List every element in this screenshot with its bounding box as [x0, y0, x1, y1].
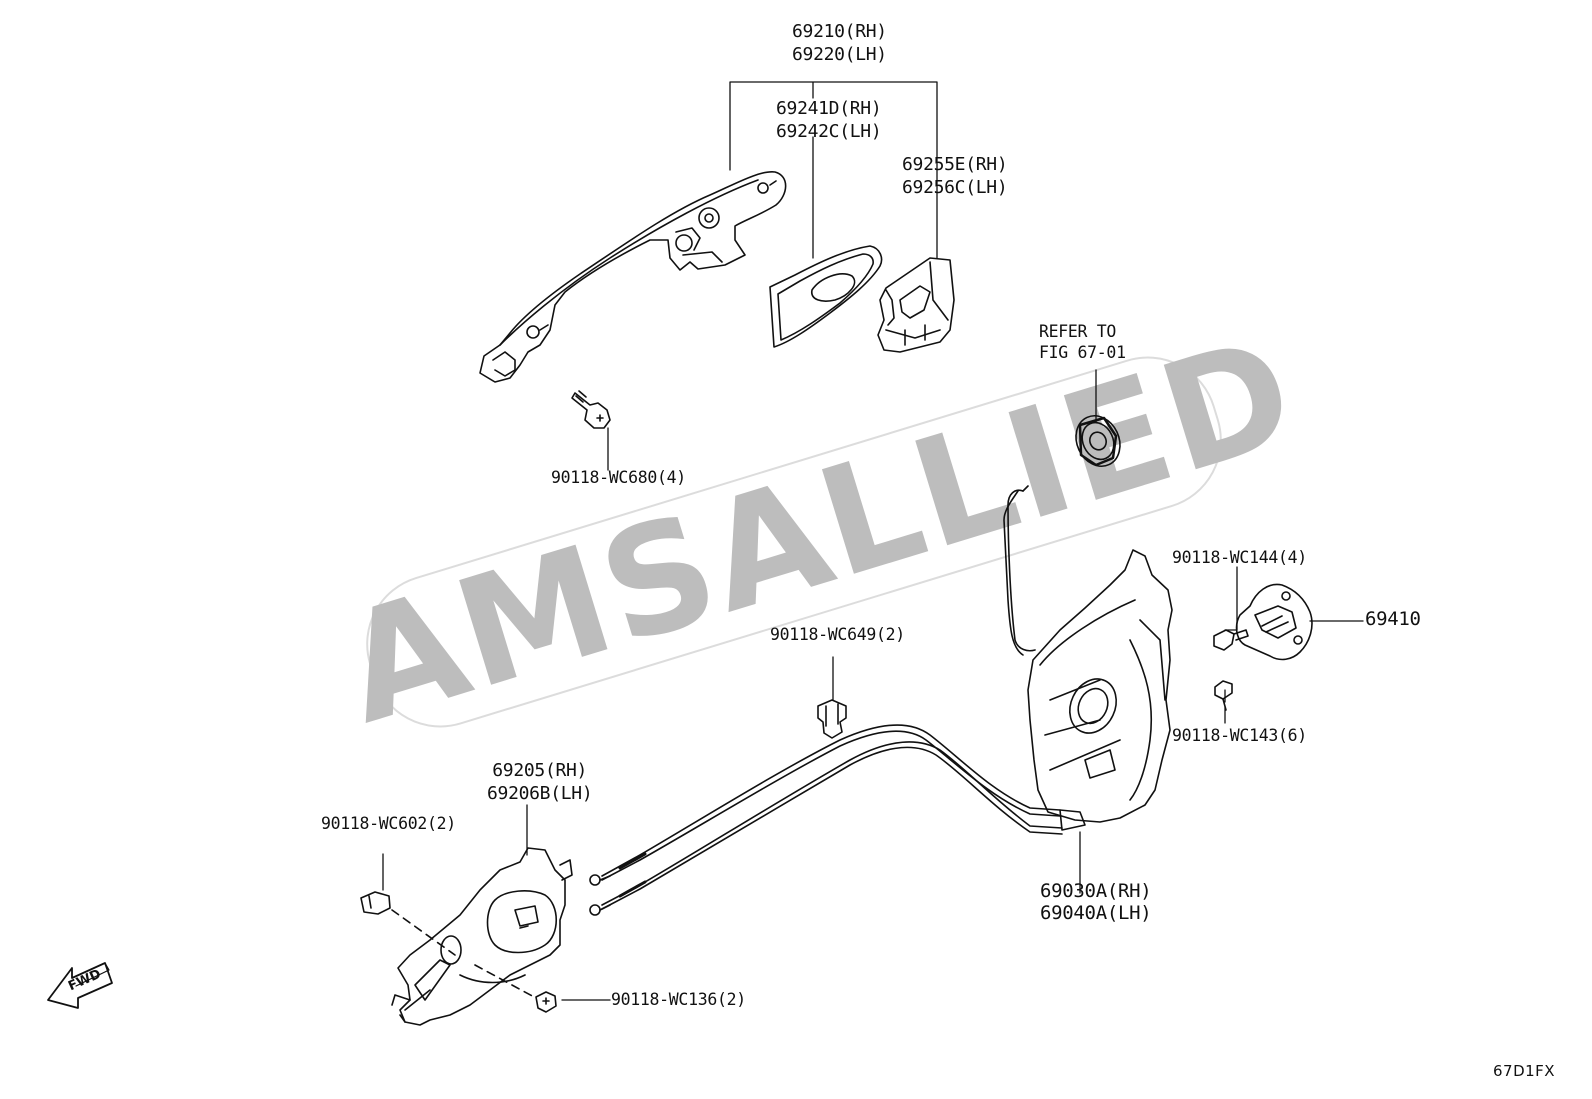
figure-code: 67D1FX	[1493, 1062, 1556, 1080]
cable-clamp-drawing	[817, 699, 847, 739]
callout-inside-handle: 69205(RH) 69206B(LH)	[487, 760, 593, 804]
front-handle-pad-drawing	[769, 245, 883, 348]
callout-cable-clamp: 90118-WC649(2)	[770, 625, 905, 644]
callout-striker-screw-bottom: 90118-WC143(6)	[1172, 726, 1307, 745]
callout-handle-bolt: 90118-WC680(4)	[551, 468, 686, 487]
striker-screws-drawing	[1213, 629, 1249, 711]
callout-striker: 69410	[1365, 608, 1421, 630]
door-lock-assembly-drawing	[1003, 485, 1173, 831]
door-striker-drawing	[1235, 583, 1313, 661]
callout-refer-to-fig: REFER TO FIG 67-01	[1039, 322, 1126, 362]
inside-handle-screw-drawing	[474, 964, 557, 1013]
inside-handle-drawing	[391, 847, 573, 1026]
callout-striker-screw-top: 90118-WC144(4)	[1172, 548, 1307, 567]
callout-outside-handle: 69210(RH) 69220(LH)	[792, 21, 887, 65]
outside-door-handle-drawing	[479, 171, 787, 383]
forward-arrow-icon	[47, 962, 113, 1009]
callout-cap: 90118-WC602(2)	[321, 814, 456, 833]
release-cables-drawing	[589, 724, 1063, 916]
callout-front-handle-pad: 69241D(RH) 69242C(LH)	[776, 98, 882, 142]
leader-lines	[382, 81, 1364, 1001]
rear-handle-pad-drawing	[877, 257, 955, 353]
callout-inside-handle-screw: 90118-WC136(2)	[611, 990, 746, 1009]
grommet-drawing	[1075, 415, 1121, 467]
cap-drawing	[360, 891, 456, 956]
bolt-drawing	[571, 390, 611, 429]
callout-rear-handle-pad: 69255E(RH) 69256C(LH)	[902, 154, 1008, 198]
callout-lock-assembly: 69030A(RH) 69040A(LH)	[1040, 880, 1152, 924]
